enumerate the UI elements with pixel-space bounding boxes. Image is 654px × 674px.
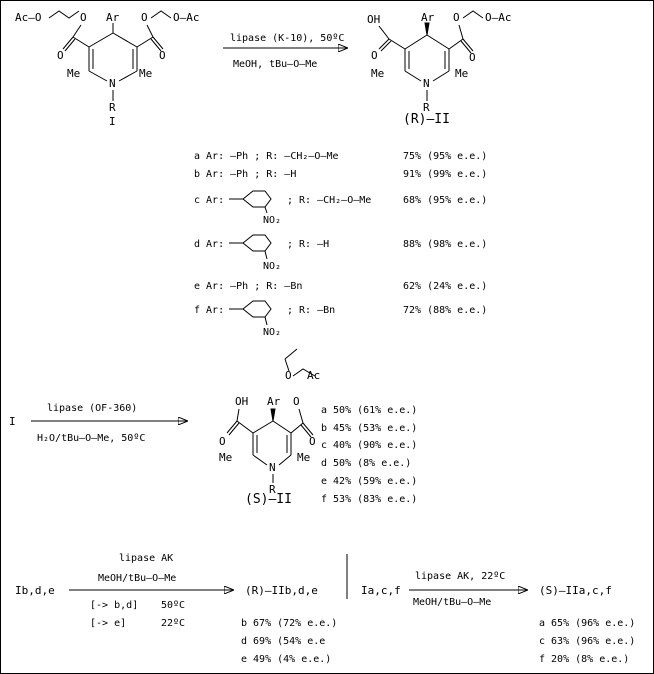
nitro-label: NO₂ xyxy=(263,215,281,226)
scheme4-yield-f: f 20% (8% e.e.) xyxy=(539,654,629,665)
o-atom: O xyxy=(80,11,87,24)
o-atom: O xyxy=(141,11,148,24)
methyl-label: Me xyxy=(455,67,468,80)
row-c-yield: 68% (95% e.e.) xyxy=(403,195,487,206)
condition-3b: MeOH/tBu—O—Me xyxy=(98,573,176,584)
o-atom: O xyxy=(453,11,460,24)
product-S-II-structure: O Ac OH O Ar N R Me Me O O (S)—II xyxy=(219,348,320,507)
ar-label: Ar xyxy=(421,11,435,24)
scheme4-yield-c: c 63% (96% e.e.) xyxy=(539,636,635,647)
left-ester-label: Ac—O xyxy=(15,11,42,24)
o-atom: O xyxy=(371,49,378,62)
methyl-label: Me xyxy=(371,67,384,80)
row-d-yield: 88% (98% e.e.) xyxy=(403,239,487,250)
row-a-label: a Ar: —Ph ; R: —CH₂—O—Me xyxy=(194,151,339,162)
row-e-yield: 62% (24% e.e.) xyxy=(403,281,487,292)
condition-3c-temp: 50ºC xyxy=(161,600,185,611)
condition-1a: lipase (K-10), 50ºC xyxy=(230,33,344,44)
r-label: R xyxy=(423,101,430,114)
scheme3-product: (R)—IIb,d,e xyxy=(245,584,318,597)
o-atom: O xyxy=(219,435,226,448)
row-b-yield: 91% (99% e.e.) xyxy=(403,169,487,180)
substituent-table: a Ar: —Ph ; R: —CH₂—O—Me 75% (95% e.e.) … xyxy=(194,151,487,338)
right-ester-label: O—Ac xyxy=(173,11,200,24)
row-d-r: ; R: —H xyxy=(287,239,329,250)
condition-2a: lipase (OF-360) xyxy=(47,403,137,414)
condition-3d-temp: 22ºC xyxy=(161,618,185,629)
product-label: (S)—II xyxy=(245,492,292,507)
scheme3-yield-e: e 49% (4% e.e.) xyxy=(241,654,331,665)
oh-label: OH xyxy=(367,13,380,26)
compound-I-structure: Ac—O O O Ar N R Me Me O O O—Ac I xyxy=(15,10,200,128)
ester-label: O—Ac xyxy=(485,11,512,24)
methyl-label: Me xyxy=(219,451,232,464)
condition-4a: lipase AK, 22ºC xyxy=(415,571,505,582)
scheme4-yield-a: a 65% (96% e.e.) xyxy=(539,618,635,629)
yield-f: f 53% (83% e.e.) xyxy=(321,494,417,505)
o-atom: O xyxy=(285,369,292,382)
ar-label: Ar xyxy=(267,395,281,408)
row-f-yield: 72% (88% e.e.) xyxy=(403,305,487,316)
scheme3-yield-b: b 67% (72% e.e.) xyxy=(241,618,337,629)
oh-label: OH xyxy=(235,395,248,408)
row-b-label: b Ar: —Ph ; R: —H xyxy=(194,169,296,180)
condition-3d: [-> e] xyxy=(90,618,126,629)
row-c-r: ; R: —CH₂—O—Me xyxy=(287,195,371,206)
product-label: (R)—II xyxy=(403,112,450,127)
ar-label: Ar xyxy=(106,11,120,24)
n-atom: N xyxy=(109,77,116,90)
yield-c: c 40% (90% e.e.) xyxy=(321,440,417,451)
product-R-II-structure: OH O Ar N R Me Me O O O—Ac (R)—II xyxy=(367,10,512,127)
o-atom: O xyxy=(309,435,316,448)
scheme3-start: Ib,d,e xyxy=(15,584,55,597)
methyl-label: Me xyxy=(67,67,80,80)
yield-d: d 50% (8% e.e.) xyxy=(321,458,411,469)
o-atom: O xyxy=(159,49,166,62)
r-label: R xyxy=(269,483,276,496)
row-a-yield: 75% (95% e.e.) xyxy=(403,151,487,162)
yield-e: e 42% (59% e.e.) xyxy=(321,476,417,487)
yield-b: b 45% (53% e.e.) xyxy=(321,423,417,434)
ac-label: Ac xyxy=(307,369,320,382)
yield-a: a 50% (61% e.e.) xyxy=(321,405,417,416)
row-f-r: ; R: —Bn xyxy=(287,305,335,316)
condition-1b: MeOH, tBu—O—Me xyxy=(233,59,317,70)
compound-I-label: I xyxy=(109,115,116,128)
scheme3-yield-d: d 69% (54% e.e xyxy=(241,636,325,647)
condition-3a: lipase AK xyxy=(119,553,173,564)
nitro-label: NO₂ xyxy=(263,261,281,272)
o-atom: O xyxy=(293,395,300,408)
scheme4-start: Ia,c,f xyxy=(361,584,401,597)
row-c-label: c Ar: xyxy=(194,195,224,206)
nitrophenyl-ring xyxy=(229,300,272,326)
methyl-label: Me xyxy=(139,67,152,80)
row-d-label: d Ar: xyxy=(194,239,224,250)
r-label: R xyxy=(109,101,116,114)
scheme2-start: I xyxy=(9,415,16,428)
condition-3c: [-> b,d] xyxy=(90,600,138,611)
n-atom: N xyxy=(423,77,430,90)
methyl-label: Me xyxy=(297,451,310,464)
o-atom: O xyxy=(469,51,476,64)
condition-2b: H₂O/tBu—O—Me, 50ºC xyxy=(37,433,145,444)
row-e-label: e Ar: —Ph ; R: —Bn xyxy=(194,281,302,292)
nitro-label: NO₂ xyxy=(263,327,281,338)
nitrophenyl-ring xyxy=(229,234,272,260)
condition-4b: MeOH/tBu—O—Me xyxy=(413,597,491,608)
nitrophenyl-ring xyxy=(229,190,272,214)
o-atom: O xyxy=(57,49,64,62)
n-atom: N xyxy=(269,461,276,474)
scheme4-product: (S)—IIa,c,f xyxy=(539,584,612,597)
row-f-label: f Ar: xyxy=(194,305,224,316)
scheme2-yields: a 50% (61% e.e.) b 45% (53% e.e.) c 40% … xyxy=(321,405,417,505)
